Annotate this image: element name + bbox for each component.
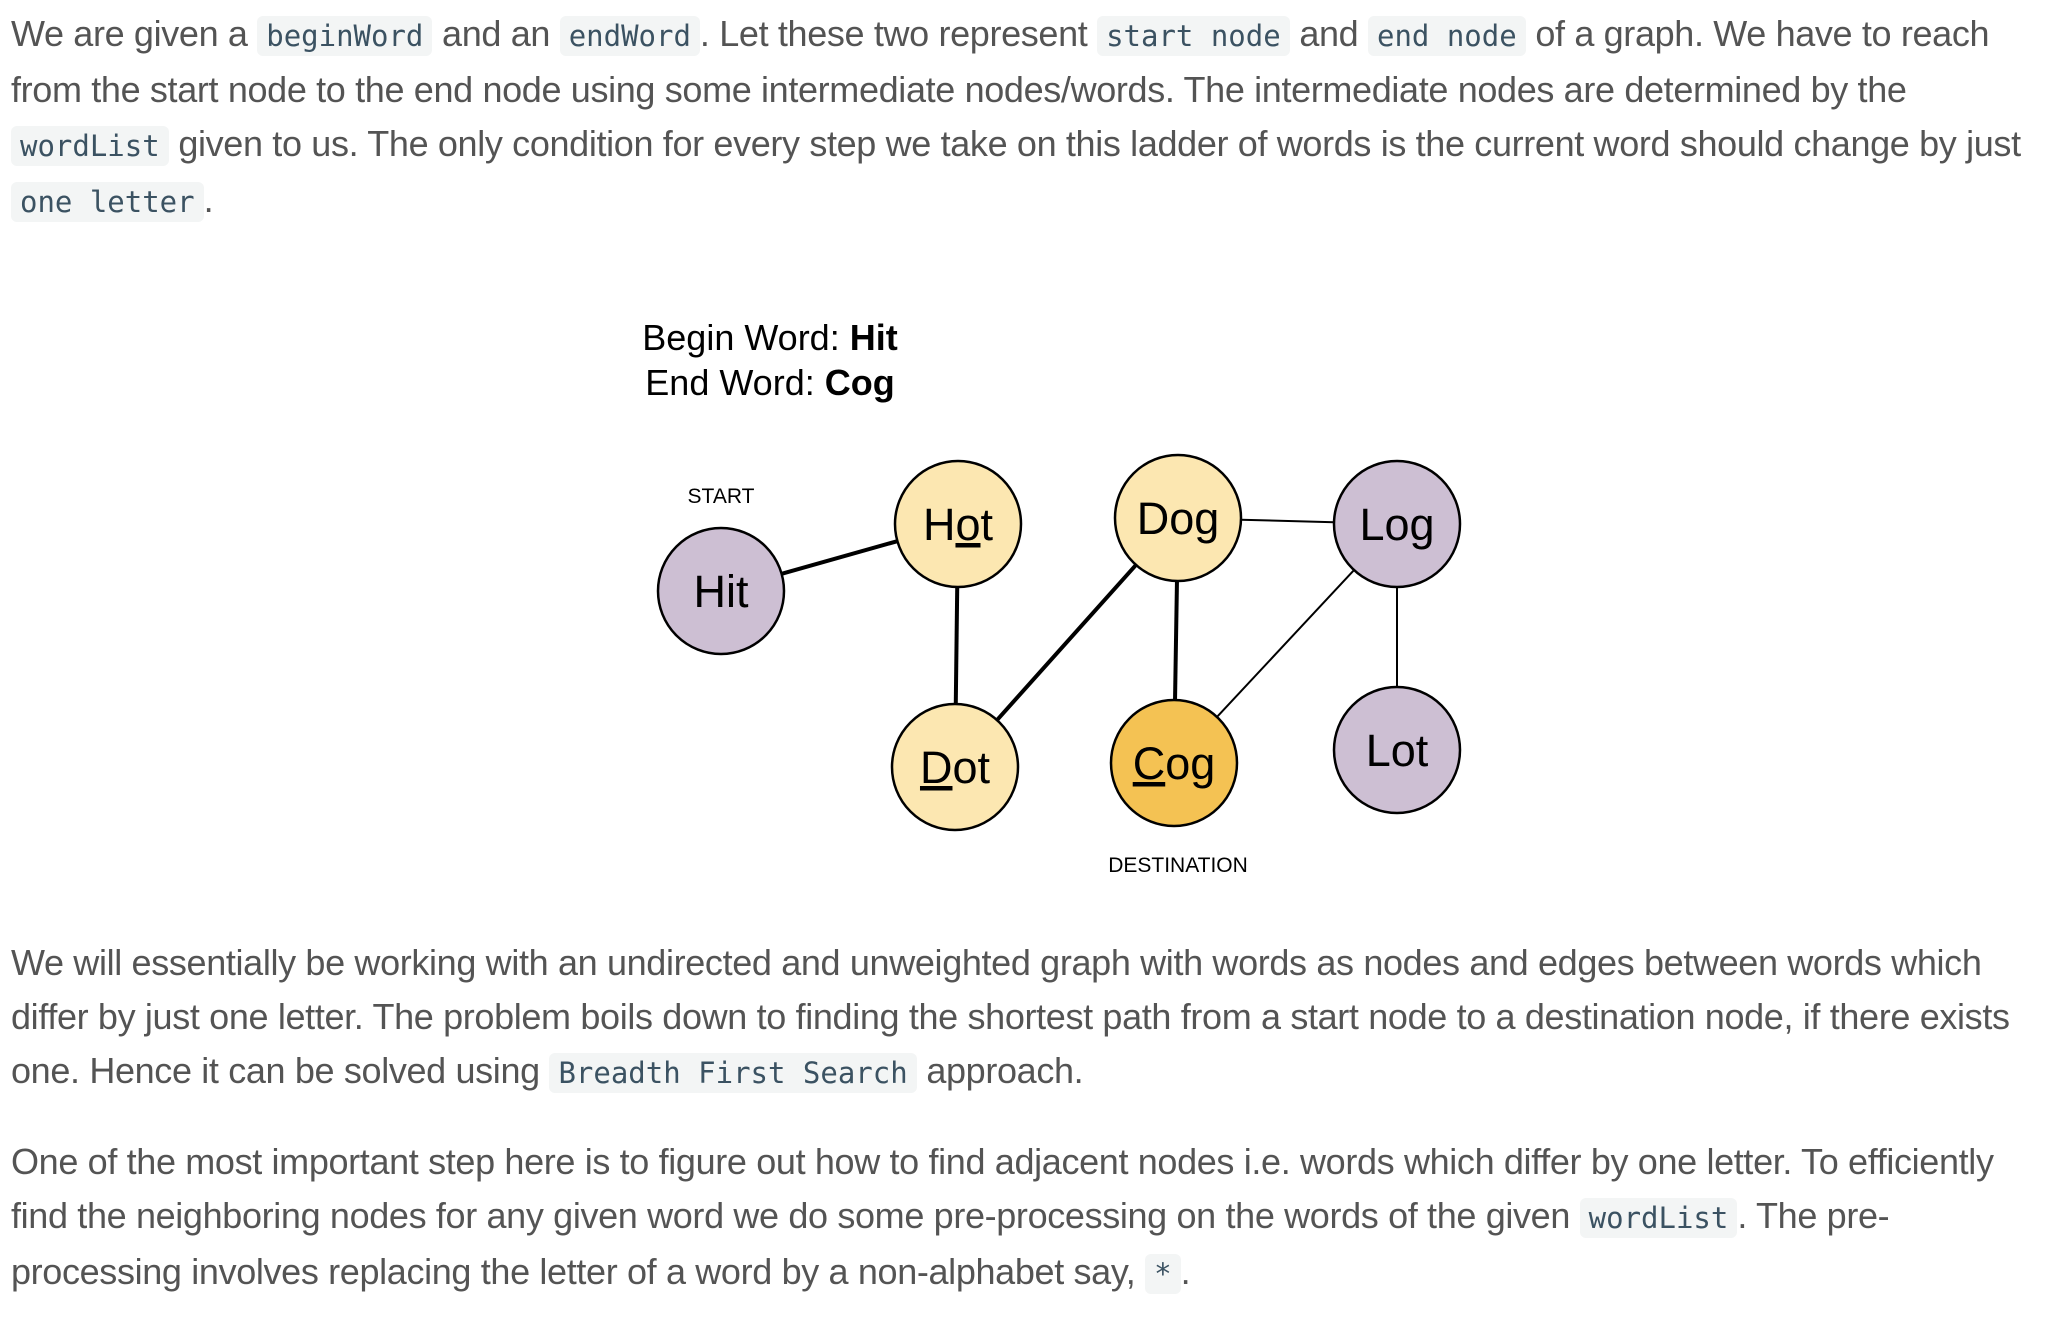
begin-word-label: Begin Word: [642, 317, 849, 358]
node-label-log-pre: Log [1359, 499, 1434, 550]
node-circle-hit [656, 526, 786, 656]
edge-log-cog [1216, 569, 1355, 718]
end-word-label: End Word: [645, 362, 824, 403]
end-node-code: end node [1368, 16, 1526, 56]
node-label-lot: Lot [1366, 725, 1429, 776]
begin-word-code: beginWord [257, 16, 433, 56]
word-ladder-diagram: Begin Word: Hit End Word: Cog START DEST… [642, 317, 1462, 877]
word-list-code: wordList [11, 126, 169, 166]
intro-text-3: . Let these two represent [699, 13, 1098, 54]
preprocess-text-3: . [1180, 1251, 1191, 1292]
graph-edges [781, 518, 1398, 722]
node-label-hot-u: o [955, 499, 980, 550]
node-circle-lot [1332, 685, 1462, 815]
end-word-code: endWord [559, 16, 700, 56]
node-label-cog-post: og [1165, 738, 1215, 789]
node-cog: Cog [1109, 698, 1239, 828]
edge-hit-hot [781, 539, 898, 576]
edge-dog-log [1240, 518, 1335, 524]
node-label-hot-post: t [981, 499, 994, 550]
node-circle-cog [1109, 698, 1239, 828]
node-circle-dog [1113, 453, 1243, 583]
node-hot: Hot [893, 459, 1023, 589]
begin-word-heading: Begin Word: Hit [642, 317, 897, 358]
node-circle-dot [890, 702, 1020, 832]
intro-text-2: and an [432, 13, 560, 54]
node-label-hit: Hit [694, 566, 749, 617]
destination-label: DESTINATION [1108, 854, 1248, 877]
node-hit: Hit [656, 526, 786, 656]
node-circle-log [1332, 459, 1462, 589]
node-log: Log [1332, 459, 1462, 589]
edge-hot-dot [953, 586, 960, 705]
intro-text-1: We are given a [11, 13, 258, 54]
node-label-lot-pre: Lot [1366, 725, 1429, 776]
node-label-dot-u: D [920, 742, 953, 793]
intro-paragraph: We are given a beginWord and an endWord.… [11, 7, 2041, 229]
edge-dot-dog [995, 563, 1138, 722]
end-word-value: Cog [825, 362, 895, 403]
end-word-heading: End Word: Cog [645, 362, 894, 403]
preprocess-text-1: One of the most important step here is t… [11, 1141, 1994, 1236]
bfs-text-2: approach. [916, 1050, 1084, 1091]
node-lot: Lot [1332, 685, 1462, 815]
node-label-dog-pre: Do [1137, 493, 1195, 544]
node-label-log: Log [1359, 499, 1434, 550]
node-dog: Dog [1113, 453, 1243, 583]
node-label-cog: Cog [1133, 738, 1216, 789]
start-node-code: start node [1097, 16, 1290, 56]
preprocess-text-2: . The pre-processing involves replacing … [11, 1195, 1890, 1292]
intro-text-7: . [203, 179, 214, 220]
node-label-dog-u: g [1194, 493, 1219, 544]
node-dot: Dot [890, 702, 1020, 832]
bfs-text-1: We will essentially be working with an u… [11, 942, 2010, 1091]
node-label-dot-post: ot [952, 742, 990, 793]
begin-word-value: Hit [850, 317, 898, 358]
intro-text-5: of a graph. We have to reach from the st… [11, 13, 1990, 110]
node-label-dot: Dot [920, 742, 991, 793]
bfs-code: Breadth First Search [549, 1053, 917, 1093]
node-circle-hot [893, 459, 1023, 589]
node-label-hot: Hot [923, 499, 994, 550]
preprocess-wordlist-code: wordList [1579, 1198, 1738, 1238]
intro-text-6: given to us. The only condition for ever… [168, 123, 2021, 164]
intro-text-4: and [1289, 13, 1368, 54]
node-label-hit-pre: Hit [694, 566, 749, 617]
node-label-dog: Dog [1137, 493, 1220, 544]
node-label-hot-pre: H [923, 499, 956, 550]
node-label-cog-u: C [1133, 738, 1166, 789]
preprocess-paragraph: One of the most important step here is t… [11, 1135, 2041, 1301]
one-letter-code: one letter [11, 182, 204, 222]
edge-dog-cog [1173, 580, 1179, 701]
start-label: START [688, 485, 755, 508]
asterisk-code: * [1145, 1254, 1181, 1294]
bfs-paragraph: We will essentially be working with an u… [11, 936, 2041, 1100]
